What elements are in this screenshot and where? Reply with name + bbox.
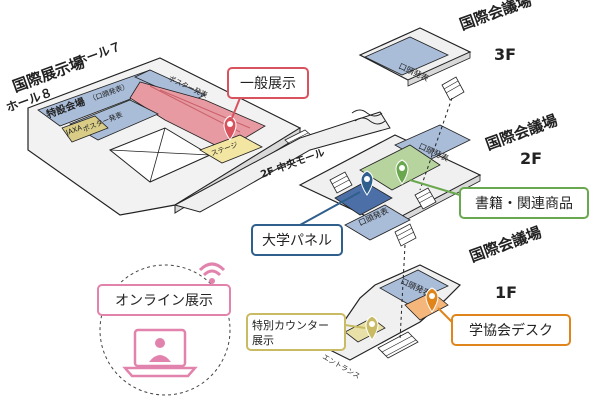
university-panel-text: 大学パネル (262, 233, 332, 249)
central-mall (173, 111, 391, 213)
green-pin-icon (395, 159, 409, 185)
conf-1f-floor: 1F (495, 283, 517, 302)
conference-3f (358, 27, 472, 101)
empty-booth-cross (109, 149, 211, 156)
floor-connector (399, 244, 406, 341)
society-desk-text: 学協会デスク (469, 322, 553, 339)
stairs-2f-bottom (394, 223, 417, 247)
callout-books[interactable]: 書籍・関連商品 (409, 179, 589, 219)
callout-general-exhibit[interactable]: 一般展示 (227, 67, 309, 119)
orange-pin-icon (425, 287, 439, 313)
special-counter-text-2: 展示 (252, 334, 274, 347)
conference-2f (298, 124, 482, 247)
stage-area (199, 134, 263, 164)
special-counter-text-1: 特別カウンター (252, 318, 329, 332)
conf-3f-floor: 3F (494, 45, 516, 64)
callout-society-desk[interactable]: 学協会デスク (437, 307, 571, 346)
stairs-2f-right (414, 187, 437, 210)
blue-pin-icon (360, 170, 374, 196)
hall7-label: ホール７ (73, 39, 123, 69)
empty-booth-cross (149, 127, 166, 183)
stairs-3f (441, 76, 465, 101)
university-panel-area (334, 181, 393, 216)
wifi-icon (198, 262, 226, 284)
online-exhibit-group[interactable]: オンライン展示 (97, 262, 231, 396)
conference-1f (318, 264, 462, 361)
books-text: 書籍・関連商品 (475, 195, 573, 212)
laptop-icon (122, 328, 198, 378)
jaxa-area (61, 115, 109, 143)
stairs-1f (377, 331, 419, 359)
conf-3f-name: 国際会議場 (457, 0, 534, 34)
conf-2f-floor: 2F (520, 149, 542, 168)
mall-break (351, 109, 383, 117)
callout-special-counter[interactable]: 特別カウンター 展示 (246, 313, 366, 351)
online-exhibit-text: オンライン展示 (115, 293, 213, 309)
stairs-2f-left (329, 171, 353, 194)
olive-pin-icon (365, 315, 379, 341)
conf-1f-name: 国際会議場 (467, 223, 544, 266)
floor-connector (419, 97, 453, 191)
red-pin-icon (223, 115, 237, 141)
callout-university-panel[interactable]: 大学パネル (251, 191, 361, 256)
conf-2f-name: 国際会議場 (483, 111, 560, 154)
general-exhibit-text: 一般展示 (240, 76, 296, 92)
mall-break (354, 117, 386, 125)
